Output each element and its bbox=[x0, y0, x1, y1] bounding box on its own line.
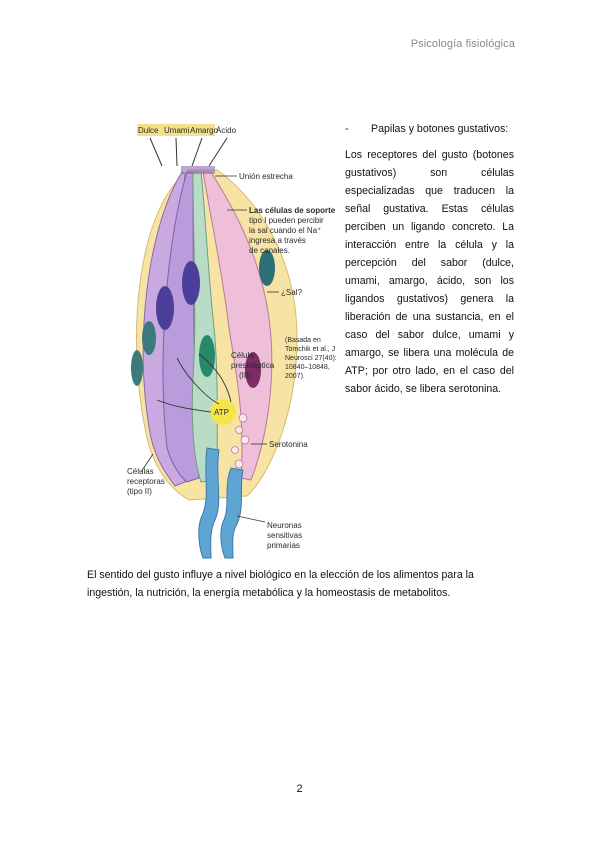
label-soporte-5: de canales. bbox=[249, 246, 290, 255]
label-basada-5: 2007). bbox=[285, 373, 305, 380]
presynaptic-cell bbox=[202, 171, 273, 481]
bottom-paragraph: El sentido del gusto influye a nivel bio… bbox=[87, 569, 474, 599]
nucleus bbox=[245, 352, 261, 388]
label-union: Unión estrecha bbox=[239, 172, 293, 181]
label-receptoras-1: Células bbox=[127, 467, 154, 476]
atp-burst bbox=[210, 399, 236, 425]
label-soporte-4: ingresa a través bbox=[249, 236, 306, 245]
label-presinaptica-1: Célula bbox=[231, 351, 254, 360]
taste-bud-diagram: Dulce Umami Amargo Ácido ATP bbox=[127, 124, 337, 559]
page-header: Psicología fisiológica bbox=[410, 38, 515, 50]
label-serotonina: Serotonina bbox=[269, 440, 308, 449]
label-sal: ¿Sal? bbox=[281, 288, 302, 297]
label-neuronas-2: sensitivas bbox=[267, 531, 302, 540]
taste-label-dulce: Dulce bbox=[138, 126, 159, 135]
nucleus bbox=[182, 261, 200, 305]
label-soporte-2: tipo I pueden percibir bbox=[249, 216, 324, 225]
serotonin-vesicles bbox=[231, 413, 250, 469]
nucleus bbox=[131, 350, 143, 386]
label-soporte-3: la sal cuando el Na⁺ bbox=[249, 226, 321, 235]
bullet-text: Papilas y botones gustativos: bbox=[371, 123, 509, 135]
taste-label-amargo: Amargo bbox=[190, 126, 219, 135]
taste-bud-figure: Dulce Umami Amargo Ácido ATP bbox=[127, 118, 341, 560]
label-basada-3: Neurosci 27(40): bbox=[285, 355, 337, 362]
bullet-item: - Papilas y botones gustativos: bbox=[345, 120, 514, 138]
label-soporte-1: Las células de soporte bbox=[249, 206, 336, 215]
taste-label-bg bbox=[137, 124, 163, 136]
label-receptoras-3: (tipo II) bbox=[127, 487, 152, 496]
taste-label-umami: Umami bbox=[164, 126, 190, 135]
pointer-lines bbox=[140, 175, 279, 523]
bottom-section: El sentido del gusto influye a nivel bio… bbox=[87, 566, 515, 602]
nucleus bbox=[156, 286, 174, 330]
bullet-dash: - bbox=[345, 123, 349, 135]
label-neuronas-1: Neuronas bbox=[267, 521, 302, 530]
taste-label-bg bbox=[189, 124, 215, 136]
right-column: - Papilas y botones gustativos: Los rece… bbox=[345, 120, 514, 398]
sensory-neuron bbox=[220, 467, 244, 559]
nucleus bbox=[142, 321, 156, 355]
stimulus-arrows bbox=[149, 137, 228, 167]
tight-junction bbox=[181, 166, 215, 174]
label-receptoras-2: receptoras bbox=[127, 477, 165, 486]
label-basada-1: (Basada en bbox=[285, 337, 321, 344]
body-paragraph: Los receptores del gusto (botones gustat… bbox=[345, 149, 514, 395]
atp-label: ATP bbox=[214, 408, 229, 417]
label-basada-4: 10840–10848, bbox=[285, 364, 330, 371]
atp-arrows bbox=[156, 353, 232, 413]
nucleus bbox=[259, 250, 275, 286]
taste-label-acido: Ácido bbox=[216, 126, 237, 135]
label-presinaptica-3: (III) bbox=[239, 371, 251, 380]
label-basada-2: Tomchik et al., J bbox=[285, 346, 335, 353]
page-number: 2 bbox=[296, 783, 303, 795]
label-presinaptica-2: presináptica bbox=[231, 361, 275, 370]
nucleus bbox=[199, 335, 215, 377]
taste-label-bg bbox=[163, 124, 189, 136]
label-neuronas-3: primarias bbox=[267, 541, 300, 550]
sensory-neuron bbox=[198, 447, 220, 559]
